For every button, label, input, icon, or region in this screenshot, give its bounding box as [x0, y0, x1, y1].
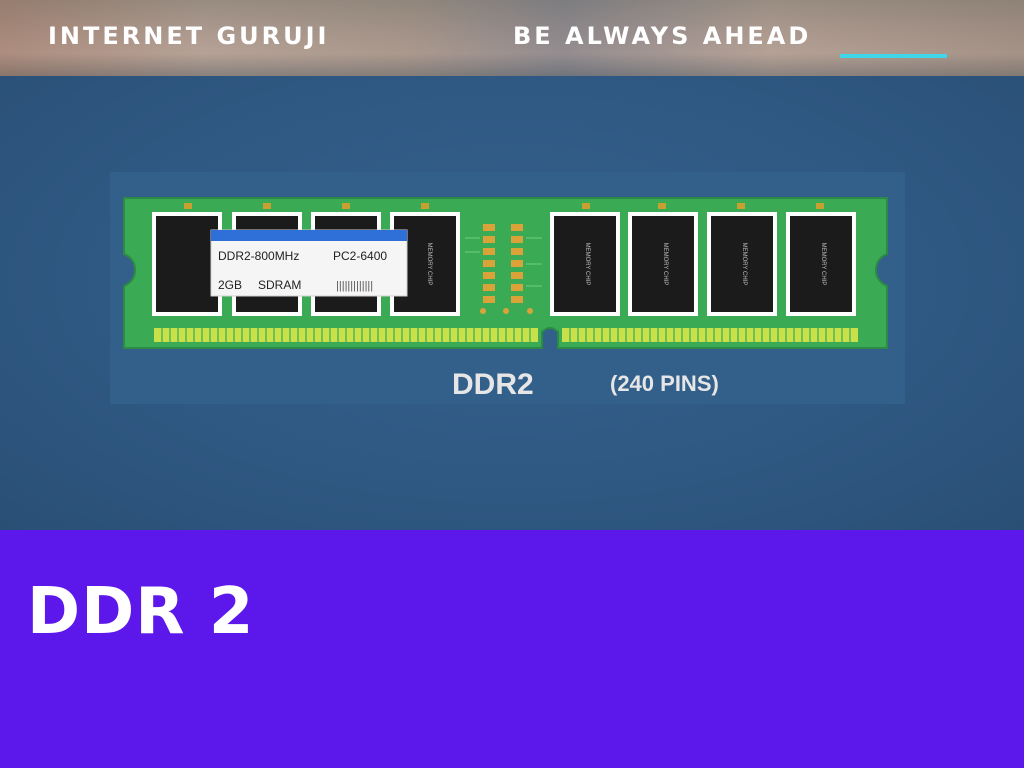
- ddr2-module-illustration: MEMORY CHIP MEMORY CHIP MEMORY CHIP MEMO…: [123, 197, 888, 401]
- top-banner: INTERNET GURUJI BE ALWAYS AHEAD: [0, 0, 1024, 76]
- chip-text-4: MEMORY CHIP: [426, 243, 432, 286]
- center-components: [480, 224, 533, 314]
- page-headline: DDR 2: [27, 575, 255, 649]
- label-pc-rating: PC2-6400: [333, 249, 387, 263]
- ddr2-module-image: MEMORY CHIP MEMORY CHIP MEMORY CHIP MEMO…: [110, 172, 905, 404]
- chip-text-7: MEMORY CHIP: [741, 243, 747, 286]
- memory-chip-8: MEMORY CHIP: [786, 212, 856, 316]
- label-type: SDRAM: [258, 278, 301, 292]
- chip-text-5: MEMORY CHIP: [584, 243, 590, 286]
- label-capacity: 2GB: [218, 278, 242, 292]
- memory-chip-7: MEMORY CHIP: [707, 212, 777, 316]
- pcb-traces: [465, 237, 542, 287]
- chip-text-6: MEMORY CHIP: [662, 243, 668, 286]
- memory-chip-6: MEMORY CHIP: [628, 212, 698, 316]
- top-contact-dots: [184, 203, 824, 209]
- memory-chip-5: MEMORY CHIP: [550, 212, 620, 316]
- label-speed: DDR2-800MHz: [218, 249, 299, 263]
- module-pins: (240 PINS): [610, 371, 719, 396]
- contact-pins-right: [562, 328, 858, 342]
- accent-underline: [840, 54, 947, 58]
- label-barcode-mark: |||||||||||||: [336, 280, 373, 292]
- site-brand[interactable]: INTERNET GURUJI: [48, 22, 330, 50]
- chip-text-8: MEMORY CHIP: [820, 243, 826, 286]
- pin-separators: [161, 328, 851, 342]
- site-tagline: BE ALWAYS AHEAD: [513, 22, 812, 50]
- title-band: [0, 530, 1024, 768]
- module-label-sticker[interactable]: DDR2-800MHz PC2-6400 2GB SDRAM |||||||||…: [210, 229, 408, 297]
- memory-chip-1: [152, 212, 222, 316]
- module-title: DDR2: [452, 368, 534, 401]
